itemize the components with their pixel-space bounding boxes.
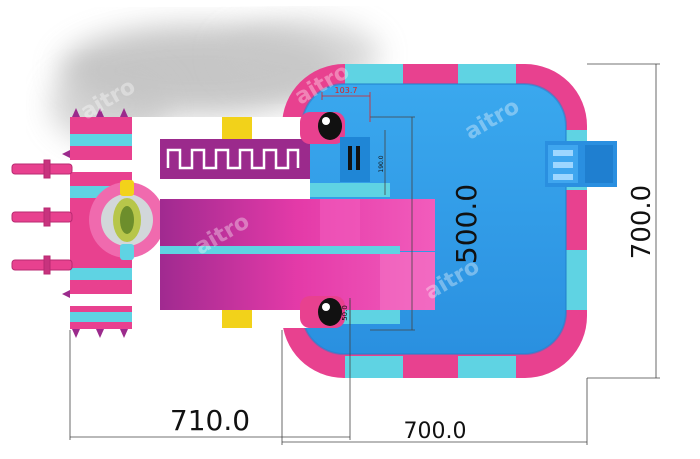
dimension-red [321, 92, 371, 122]
dim-small-bottom: 50.0 [341, 305, 349, 321]
dim-pool-height: 700.0 [627, 185, 657, 259]
dim-small-top: 103.7 [335, 86, 358, 95]
pool-steps [340, 137, 370, 182]
dimension-lines [69, 63, 660, 445]
slides [160, 183, 435, 324]
dim-slide-length: 500.0 [450, 184, 483, 264]
entrance-ladder [545, 141, 617, 187]
climbing-wall-top [160, 117, 310, 199]
dim-small-mid: 190.0 [378, 155, 385, 172]
water-cannons [11, 159, 73, 275]
tower-spikes [62, 108, 128, 338]
dim-total-length: 710.0 [170, 404, 250, 437]
landing-platforms [300, 112, 345, 328]
dim-pool-width: 700.0 [404, 419, 467, 444]
round-tower [89, 180, 165, 260]
